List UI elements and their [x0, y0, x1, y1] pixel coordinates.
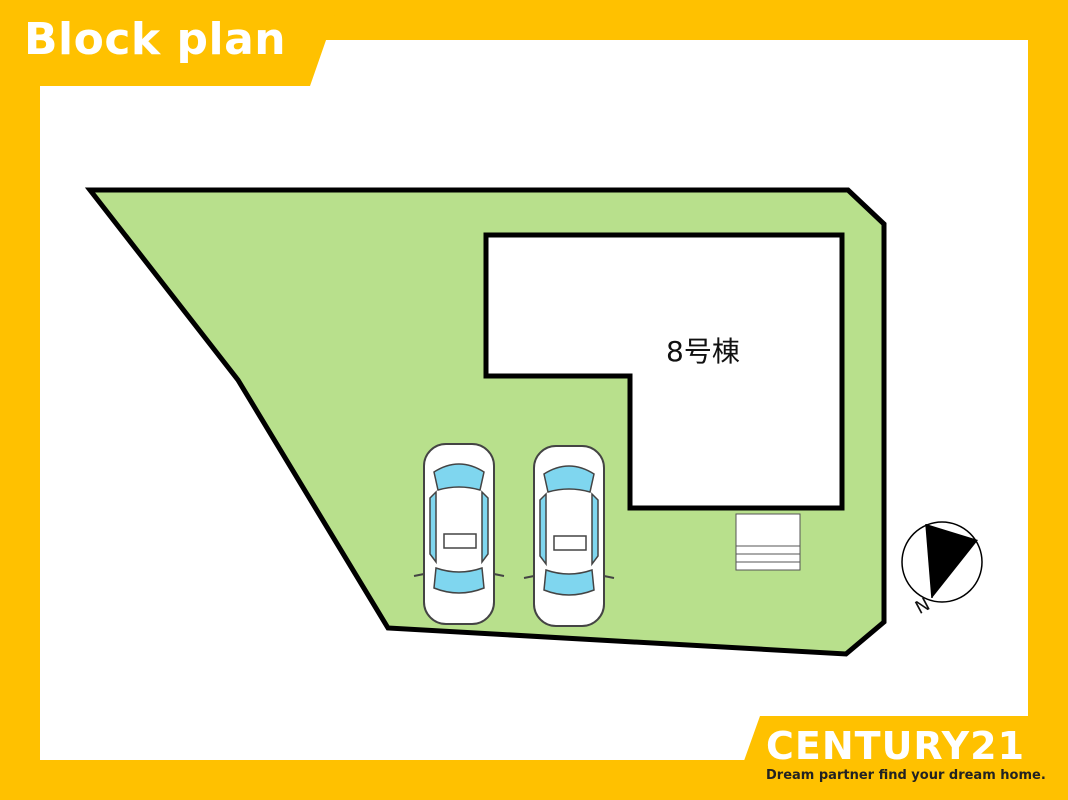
- building-label: 8号棟: [666, 335, 740, 368]
- north-arrow-icon: [901, 521, 983, 603]
- entrance-steps: [735, 513, 801, 571]
- car-parking-space-1: [413, 443, 505, 625]
- brand-tab-background: [730, 716, 1068, 800]
- building-footprint: [483, 232, 845, 511]
- title-tab-background: [0, 0, 340, 86]
- brand-tagline: Dream partner find your dream home.: [766, 768, 1046, 783]
- brand-logo-text: CENTURY21: [766, 724, 1026, 768]
- car-parking-space-2: [523, 445, 615, 627]
- page-title: Block plan: [24, 14, 287, 65]
